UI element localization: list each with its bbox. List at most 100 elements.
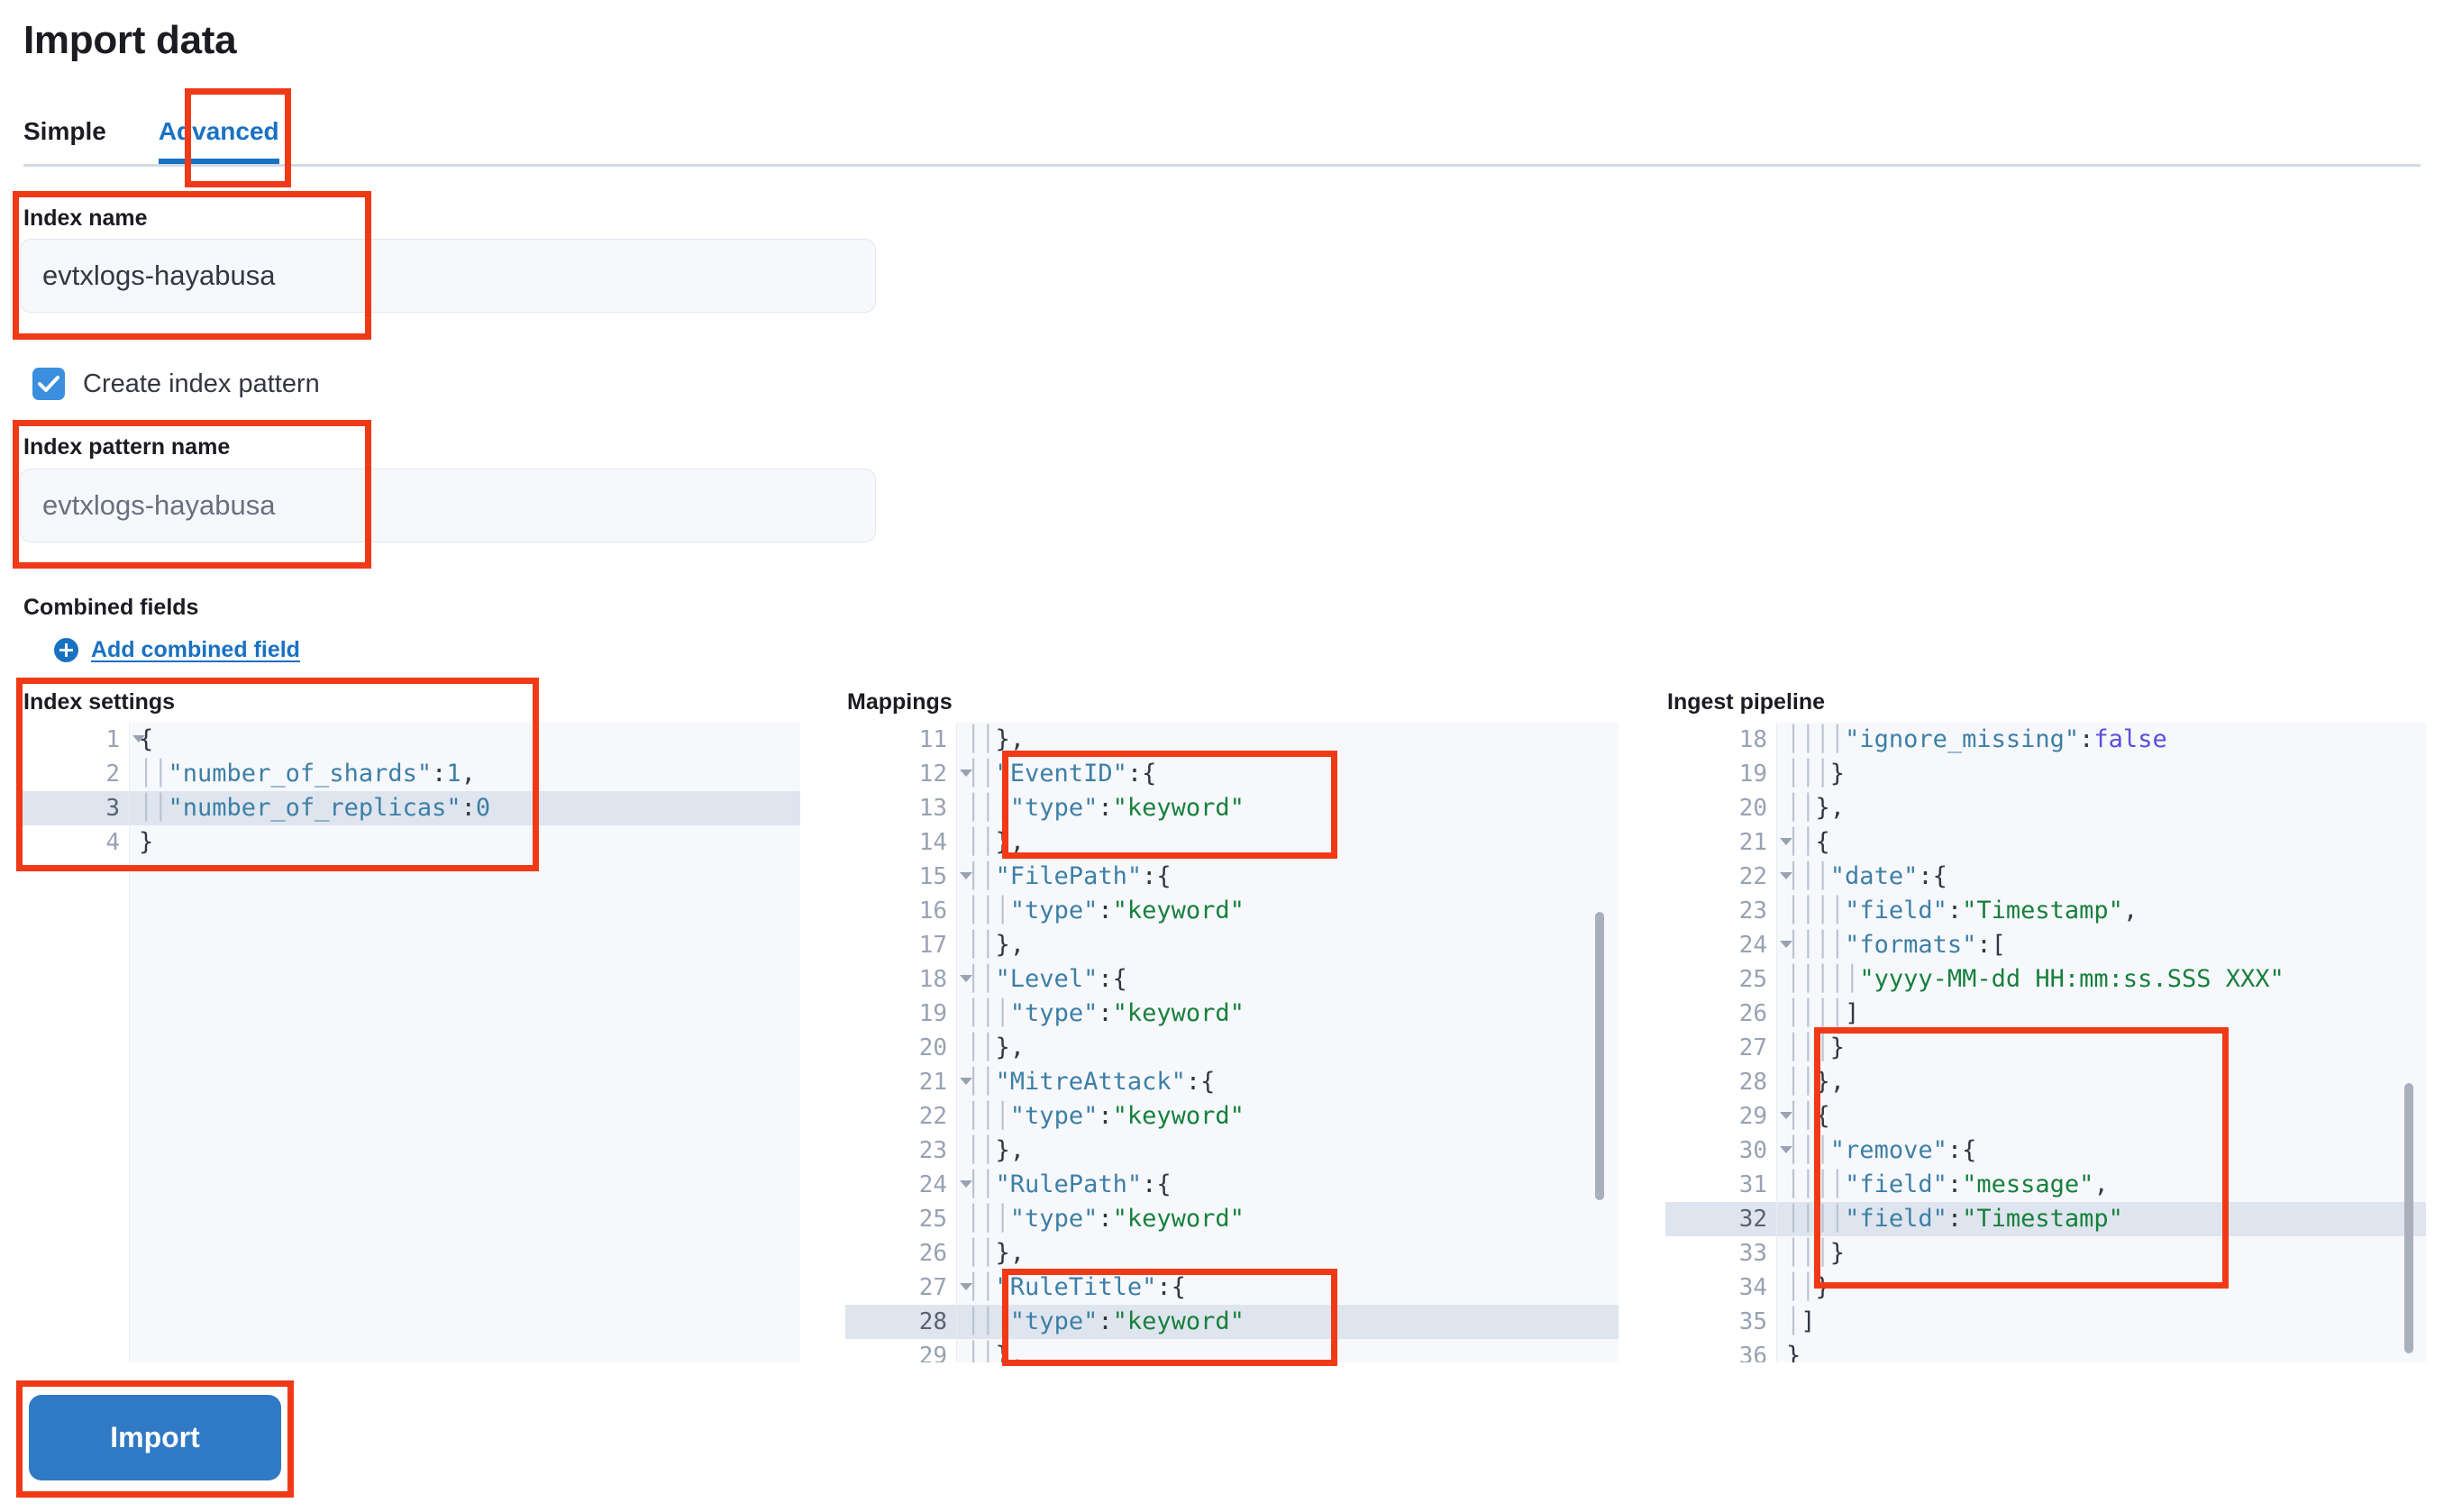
code-line[interactable]: │ │ │ } (1786, 1239, 1846, 1267)
index-settings-editor[interactable]: 1 2 3 4 { │ │ "number_of_shards": 1, │ │ "num… (18, 723, 800, 1362)
code-line[interactable]: │ │ │ │ "formats": [ (1786, 931, 2006, 959)
code-line[interactable]: │ │ "MitreAttack": { (966, 1068, 1216, 1096)
tab-simple[interactable]: Simple (23, 117, 106, 145)
line-number: 25 (918, 1206, 947, 1233)
code-line[interactable]: │ │ │ │ "field": "Timestamp", (1786, 897, 2138, 925)
line-number: 23 (1738, 897, 1767, 925)
code-line[interactable]: │ │ │ "type": "keyword" (966, 1205, 1245, 1233)
code-line[interactable]: │ │ "RuleTitle": { (966, 1273, 1186, 1301)
line-number: 20 (918, 1034, 947, 1061)
code-line[interactable]: } (1786, 1342, 1801, 1362)
line-number: 14 (918, 829, 947, 856)
line-number: 28 (845, 1305, 956, 1339)
code-line[interactable]: │ │ │ } (1786, 760, 1846, 788)
ingest-scrollbar[interactable] (2404, 1083, 2413, 1353)
code-line[interactable]: │ ] (1786, 1307, 1816, 1335)
code-line[interactable]: │ │ │ "type": "keyword" (957, 1305, 1619, 1339)
code-line[interactable]: │ │ }, (1786, 794, 1846, 822)
code-line[interactable]: │ │ }, (1786, 1068, 1846, 1096)
code-line[interactable]: │ │ }, (966, 828, 1026, 856)
code-line[interactable]: │ │ │ │ │ "yyyy-MM-dd HH:mm:ss.SSS XXX" (1786, 965, 2284, 993)
fold-arrow-icon[interactable] (960, 770, 972, 777)
code-line[interactable]: │ │ { (1786, 828, 1830, 856)
code-line[interactable]: │ │ "RulePath": { (966, 1170, 1172, 1198)
code-line[interactable]: │ │ │ "type": "keyword" (966, 794, 1245, 822)
code-line[interactable]: │ │ "number_of_replicas": 0 (130, 791, 800, 825)
line-number: 4 (105, 829, 120, 856)
line-number: 3 (18, 791, 129, 825)
code-line[interactable]: │ │ │ │ "field": "Timestamp" (1777, 1202, 2426, 1236)
fold-arrow-icon[interactable] (960, 1283, 972, 1290)
add-combined-field-button[interactable]: Add combined field (54, 637, 300, 663)
fold-arrow-icon[interactable] (960, 1180, 972, 1188)
line-number: 28 (1738, 1069, 1767, 1096)
code-line[interactable]: │ │ │ "type": "keyword" (966, 897, 1245, 925)
code-line[interactable]: │ │ "FilePath": { (966, 862, 1172, 890)
line-number-gutter: 1 2 3 4 (18, 723, 145, 1362)
index-settings-title: Index settings (23, 689, 176, 715)
add-combined-field-underline (16, 678, 539, 684)
create-index-pattern-label: Create index pattern (83, 369, 320, 398)
checkmark-icon (32, 368, 65, 400)
fold-arrow-icon[interactable] (1780, 838, 1792, 845)
code-line[interactable]: │ │ │ } (1786, 1034, 1846, 1061)
code-line[interactable]: │ │ }, (966, 1034, 1026, 1061)
code-line[interactable]: │ │ │ │ ] (1786, 999, 1860, 1027)
index-pattern-name-input[interactable]: evtxlogs-hayabusa (20, 469, 876, 542)
tab-list: Simple Advanced (23, 99, 306, 166)
index-name-label: Index name (23, 205, 148, 231)
code-line[interactable]: │ │ "EventID": { (966, 760, 1157, 788)
fold-arrow-icon[interactable] (1780, 941, 1792, 948)
create-index-pattern-checkbox[interactable]: Create index pattern (32, 368, 320, 400)
fold-arrow-icon[interactable] (1780, 872, 1792, 879)
line-number: 11 (918, 726, 947, 753)
code-line[interactable]: │ │ }, (966, 1239, 1026, 1267)
line-number: 27 (845, 1271, 972, 1305)
fold-arrow-icon[interactable] (1780, 1146, 1792, 1153)
code-line[interactable]: │ │ }, (966, 931, 1026, 959)
code-area[interactable]: │ │ }, │ │ "EventID": { │ │ │ "type": "key… (957, 723, 1619, 1362)
fold-arrow-icon[interactable] (1780, 1112, 1792, 1119)
index-name-input[interactable]: evtxlogs-hayabusa (20, 239, 876, 313)
tab-advanced[interactable]: Advanced (132, 117, 306, 166)
code-line[interactable]: │ │ }, (966, 1136, 1026, 1164)
fold-arrow-icon[interactable] (960, 1078, 972, 1085)
code-line[interactable]: } (139, 828, 154, 856)
import-button[interactable]: Import (29, 1395, 281, 1480)
line-number: 19 (1738, 761, 1767, 788)
line-number: 24 (845, 1168, 972, 1202)
line-number: 36 (1738, 1343, 1767, 1362)
code-line[interactable]: │ │ │ "type": "keyword" (966, 1102, 1245, 1130)
code-line[interactable]: { (139, 725, 154, 753)
code-area[interactable]: { │ │ "number_of_shards": 1, │ │ "number_o… (130, 723, 800, 1362)
line-number: 13 (918, 795, 947, 822)
index-pattern-name-label: Index pattern name (23, 434, 231, 460)
line-number: 2 (105, 761, 120, 788)
line-number: 1 (18, 723, 145, 757)
line-number: 18 (1738, 726, 1767, 753)
line-number: 17 (918, 932, 947, 959)
code-line[interactable]: │ │ "Level": { (966, 965, 1127, 993)
code-line[interactable]: │ │ │ │ "ignore_missing": false (1786, 725, 2167, 753)
fold-arrow-icon[interactable] (132, 735, 145, 742)
code-line[interactable]: │ │ } (1786, 1273, 1830, 1301)
code-line[interactable]: │ │ }, (966, 725, 1026, 753)
fold-arrow-icon[interactable] (960, 872, 972, 879)
code-line[interactable]: │ │ │ "date": { (1786, 862, 1947, 890)
line-number: 21 (845, 1065, 972, 1099)
code-line[interactable]: │ │ { (1786, 1102, 1830, 1130)
tab-divider (23, 164, 2421, 167)
code-line[interactable]: │ │ }, (966, 1342, 1026, 1362)
mappings-scrollbar[interactable] (1595, 912, 1604, 1200)
code-line[interactable]: │ │ │ "remove": { (1786, 1136, 1977, 1164)
code-area[interactable]: │ │ │ │ "ignore_missing": false │ │ │ } │ … (1777, 723, 2426, 1362)
line-number: 22 (918, 1103, 947, 1130)
code-line[interactable]: │ │ │ │ "field": "message", (1786, 1170, 2109, 1198)
fold-arrow-icon[interactable] (960, 975, 972, 982)
code-line[interactable]: │ │ │ "type": "keyword" (966, 999, 1245, 1027)
code-line[interactable]: │ │ "number_of_shards": 1, (139, 760, 476, 788)
